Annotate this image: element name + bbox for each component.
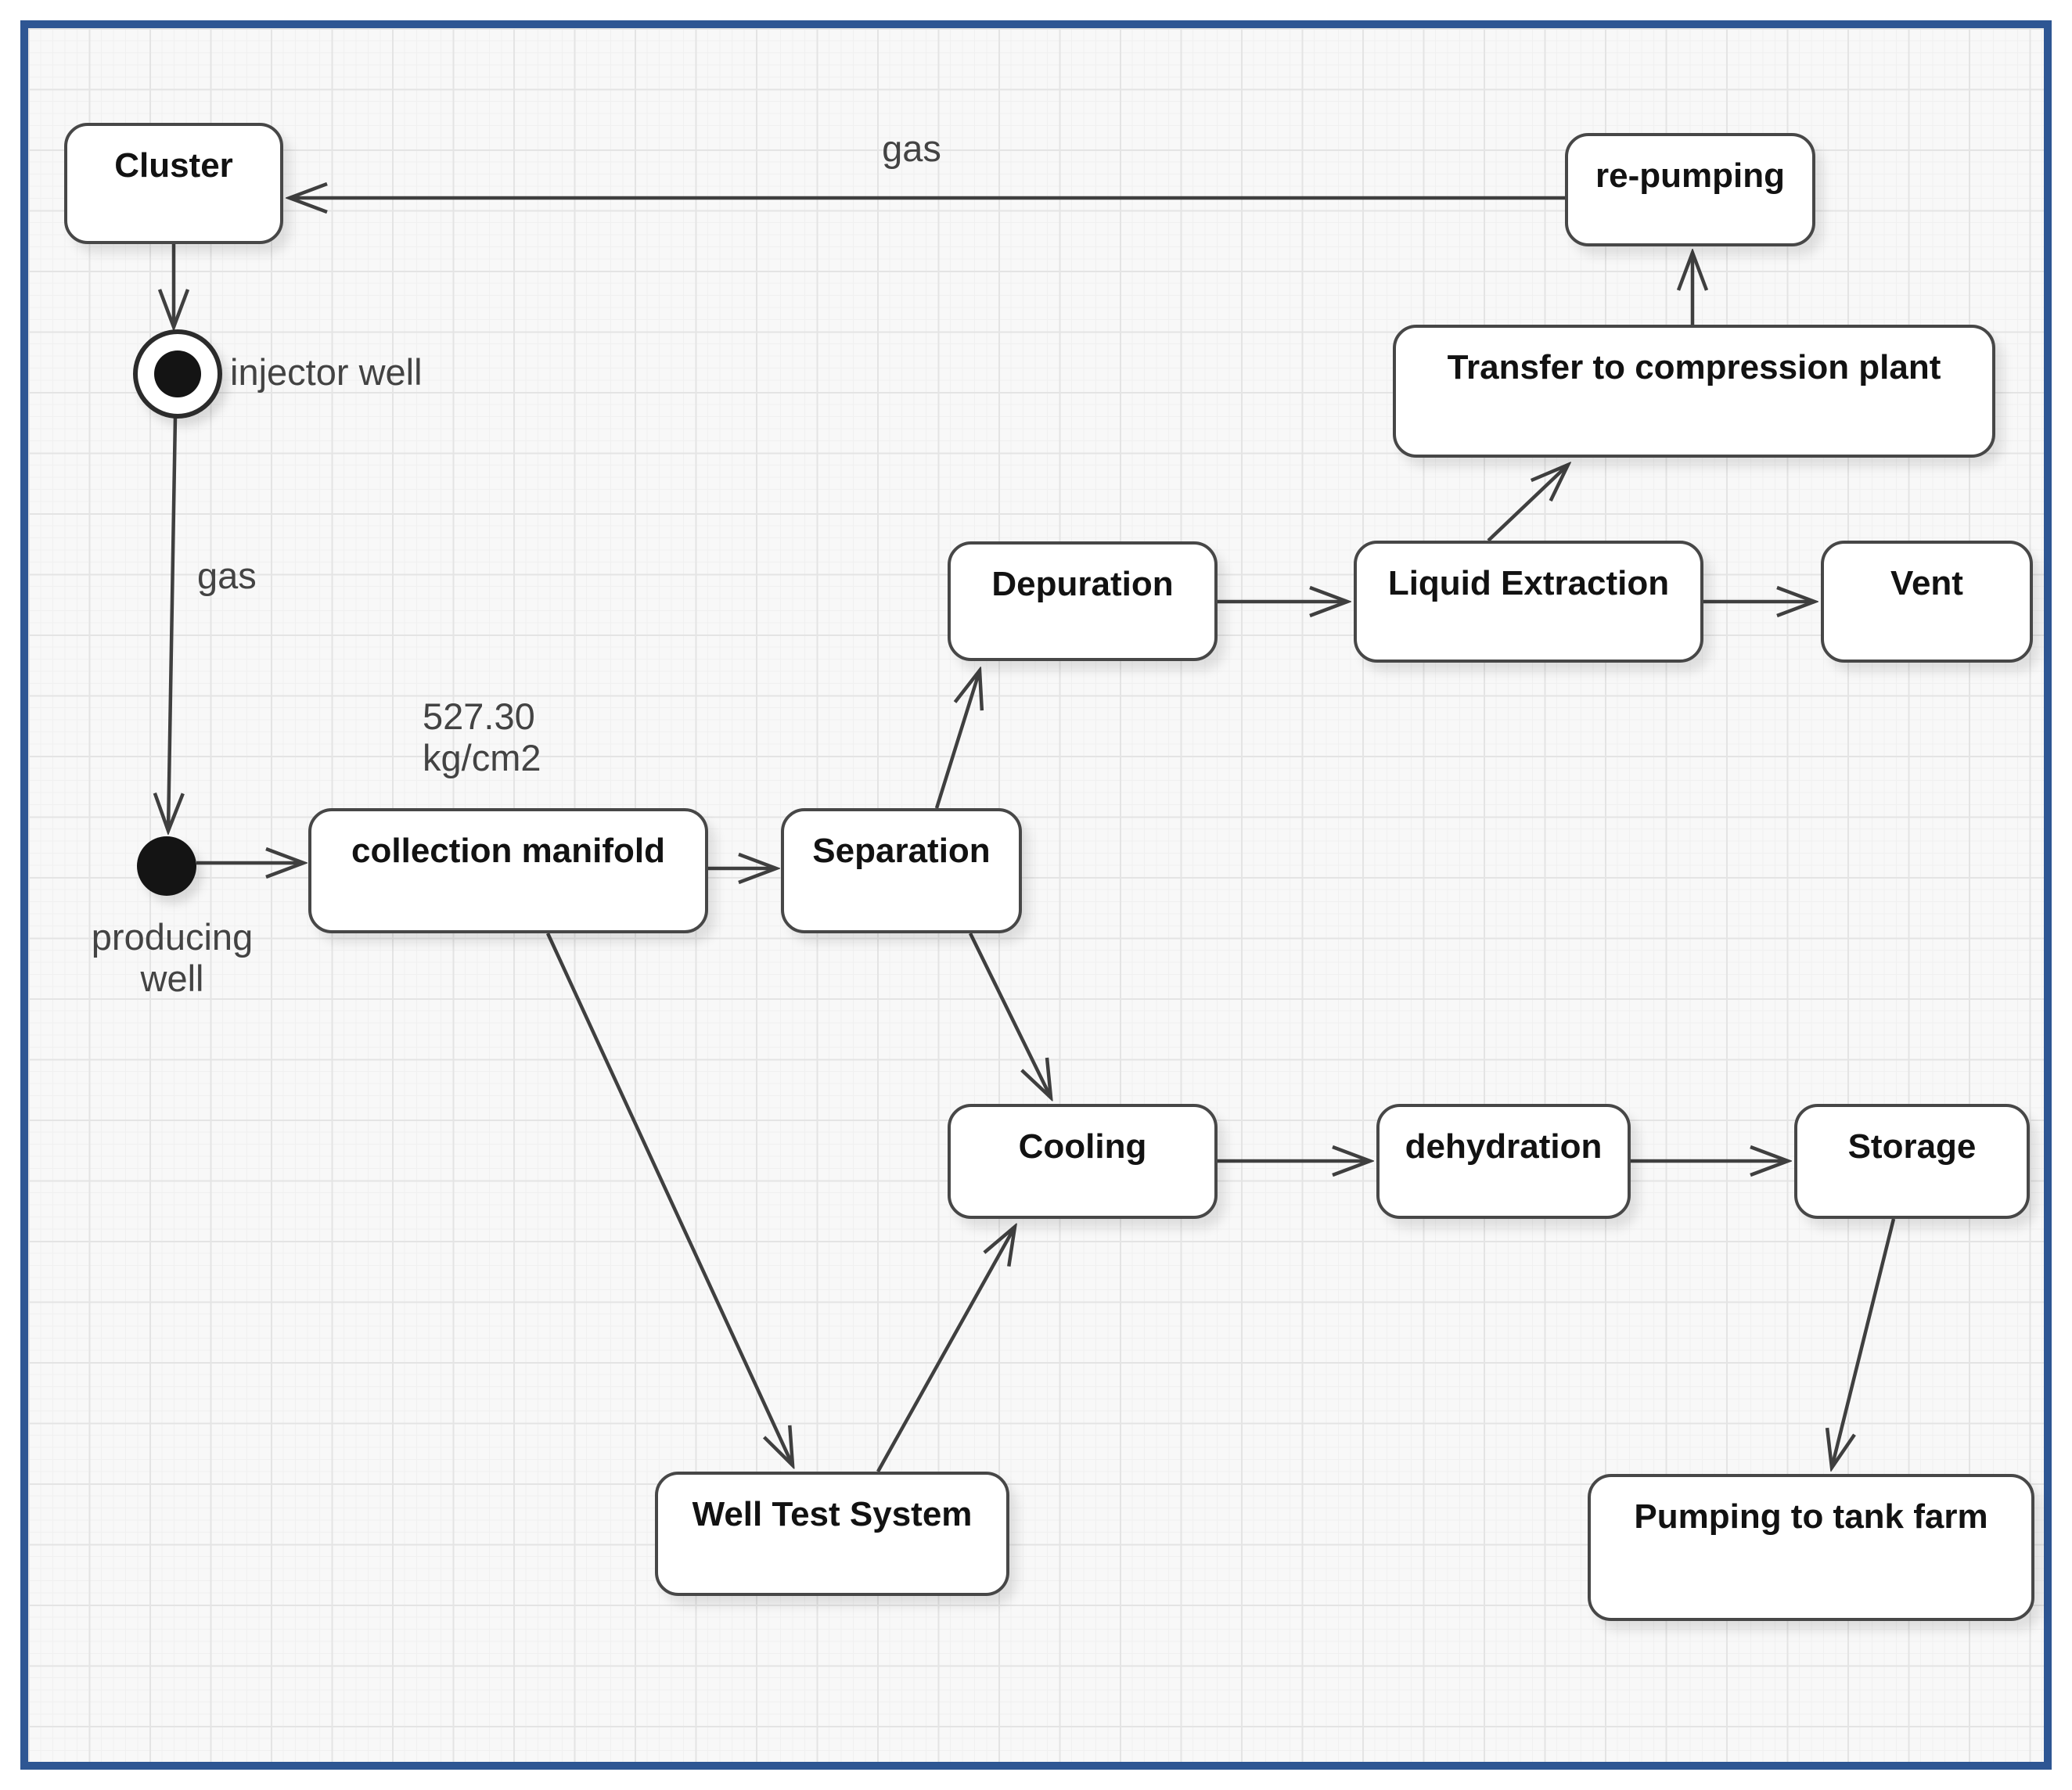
- node-vent-label: Vent: [1890, 564, 1963, 602]
- node-transfer-to-compression-plant: Transfer to compression plant: [1393, 325, 1995, 458]
- node-liquid-extraction: Liquid Extraction: [1354, 541, 1703, 663]
- producing-well-label: producing well: [91, 916, 254, 999]
- node-dehydration-label: dehydration: [1405, 1127, 1603, 1166]
- node-transfer-label: Transfer to compression plant: [1447, 348, 1941, 386]
- edge-label-gas-top: gas: [882, 128, 941, 169]
- injector-well-label: injector well: [230, 351, 423, 393]
- edge-label-pressure: 527.30 kg/cm2: [423, 696, 541, 778]
- node-depuration-label: Depuration: [991, 565, 1174, 603]
- node-separation: Separation: [781, 808, 1022, 933]
- node-pumping-to-tank-farm: Pumping to tank farm: [1588, 1474, 2034, 1621]
- node-storage: Storage: [1794, 1104, 2030, 1219]
- node-depuration: Depuration: [948, 541, 1218, 661]
- edge-well-test-system-to-cooling: [876, 1227, 1015, 1473]
- node-cluster: Cluster: [64, 123, 283, 244]
- node-storage-label: Storage: [1847, 1127, 1977, 1166]
- node-cooling: Cooling: [948, 1104, 1218, 1219]
- edge-liquid-extraction-to-transfer: [1487, 465, 1568, 542]
- node-separation-label: Separation: [812, 832, 991, 870]
- node-pumping-to-tank-farm-label: Pumping to tank farm: [1634, 1497, 1988, 1536]
- injector-well-dot-icon: [154, 350, 201, 397]
- edge-separation-to-depuration: [934, 670, 980, 809]
- node-re-pumping-label: re-pumping: [1595, 156, 1785, 195]
- node-liquid-extraction-label: Liquid Extraction: [1387, 564, 1670, 602]
- diagram-frame: [20, 20, 2052, 1770]
- node-well-test-system-label: Well Test System: [692, 1495, 973, 1533]
- node-cluster-label: Cluster: [114, 146, 233, 185]
- edge-label-gas-left: gas: [197, 555, 257, 596]
- edge-injector-well-to-producing-well: [168, 415, 175, 831]
- node-vent: Vent: [1821, 541, 2033, 663]
- node-cooling-label: Cooling: [1018, 1127, 1147, 1166]
- producing-well-dot-icon: [137, 836, 196, 896]
- edge-storage-to-pumping-tank-farm: [1832, 1218, 1896, 1468]
- edge-separation-to-cooling: [968, 933, 1051, 1098]
- node-collection-manifold: collection manifold: [308, 808, 708, 933]
- node-well-test-system: Well Test System: [655, 1472, 1009, 1596]
- node-dehydration: dehydration: [1376, 1104, 1631, 1219]
- node-collection-manifold-label: collection manifold: [351, 832, 665, 870]
- edge-collection-manifold-to-well-test-system: [545, 933, 793, 1465]
- node-re-pumping: re-pumping: [1565, 133, 1815, 246]
